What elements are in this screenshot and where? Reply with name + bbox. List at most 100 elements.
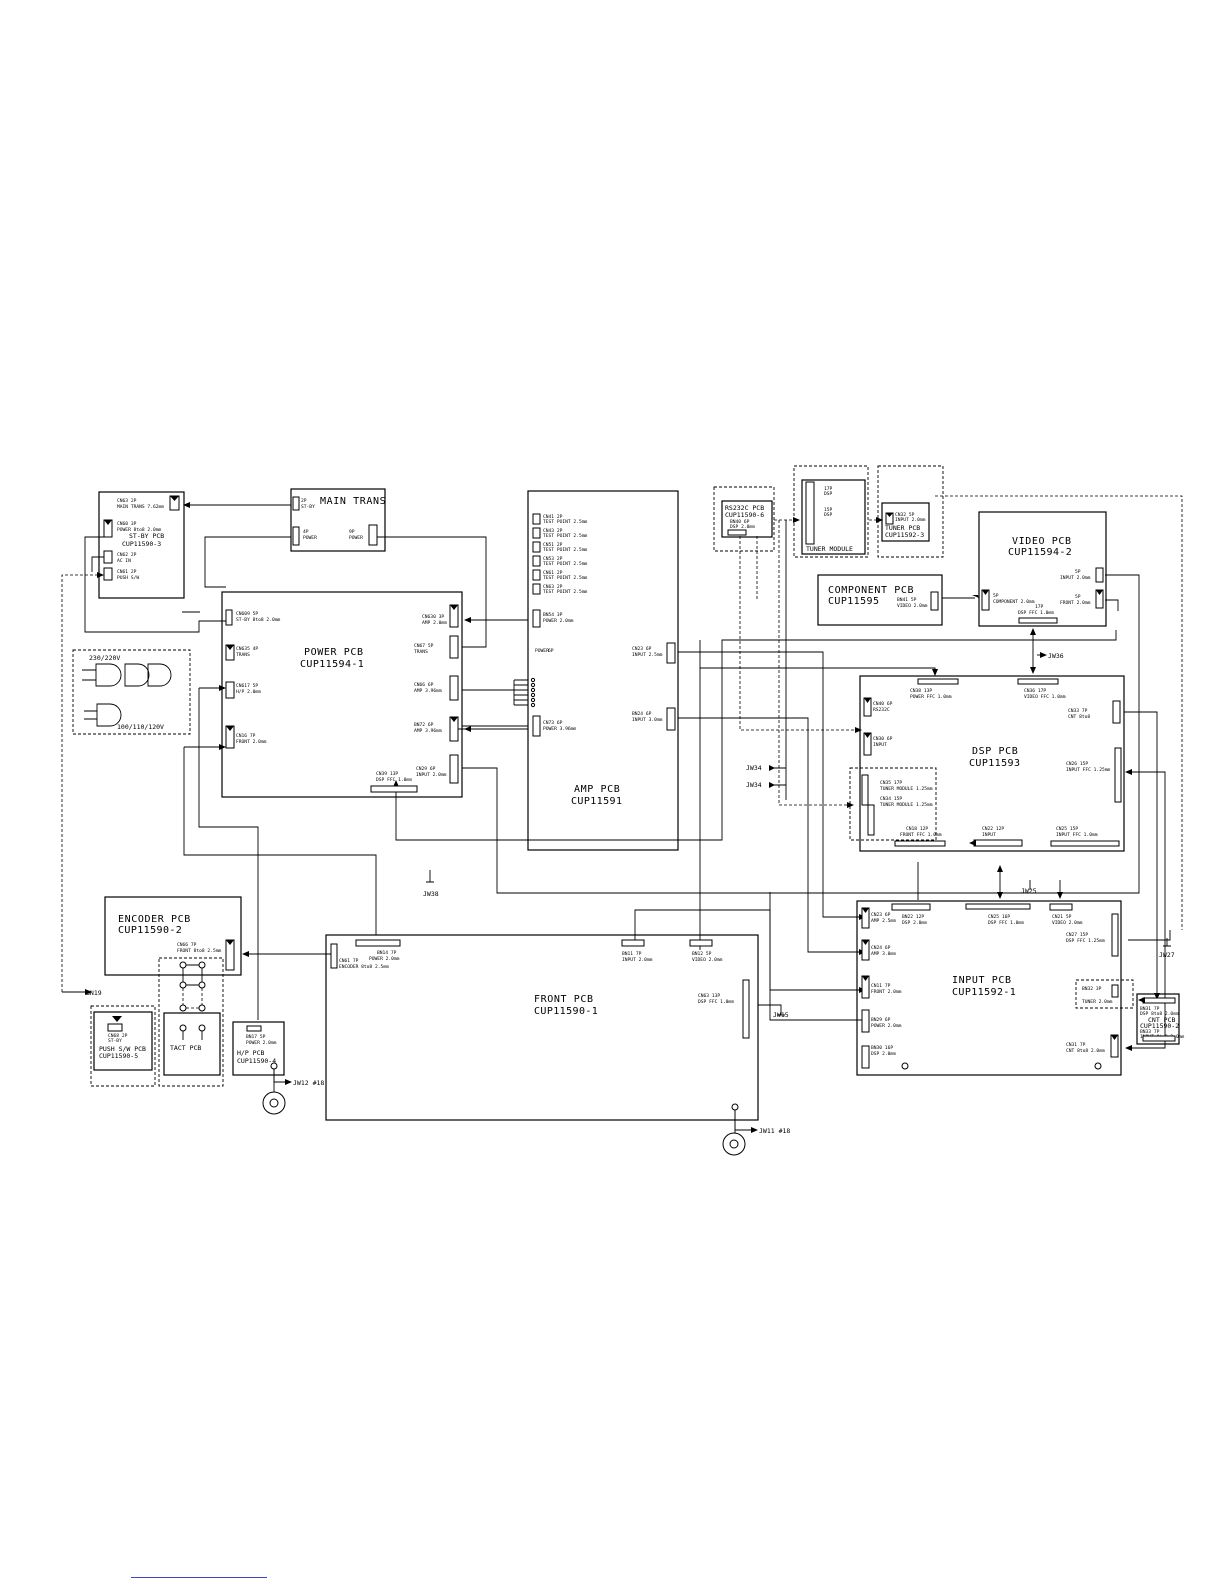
connector-or-board-outline <box>894 840 946 847</box>
label-text: CN41 2P <box>543 514 563 520</box>
dsp-pcb: DSP PCB CUP11593 CN38 13P POWER FFC 1.0m… <box>849 675 1125 852</box>
label-text: CNT PCB <box>1148 1016 1175 1024</box>
input-mount-holes <box>901 1062 1102 1070</box>
connector-or-board-outline <box>232 1021 285 1076</box>
arrow-head <box>226 726 234 731</box>
connector-or-board-outline <box>721 500 773 538</box>
connector-or-board-outline <box>368 524 378 546</box>
wire-line <box>84 710 97 720</box>
label-text: RS232C PCB <box>725 504 764 512</box>
wire-line <box>778 520 850 806</box>
label-text: TEST POINT 2.5mm <box>543 561 587 567</box>
connector-or-board-outline <box>532 583 541 595</box>
label-text: CUP11592-1 <box>952 987 1016 998</box>
tuner-module: 17P DSP 15P DSP TUNER MODULE <box>793 465 869 558</box>
label-text: AMP 3.96mm <box>414 688 442 694</box>
arrow-head <box>170 496 179 501</box>
label-text: JW11 #18 <box>759 1127 790 1135</box>
front-pcb: FRONT PCB CUP11590-1 BN14 7P POWER 2.0mm… <box>325 934 759 1121</box>
connector-or-board-outline <box>103 550 113 564</box>
wire-line <box>758 1004 782 1015</box>
label-text: 4P <box>303 529 309 535</box>
arrow-head <box>855 727 862 733</box>
arrow-head <box>997 892 1003 899</box>
wire-line <box>935 495 1183 930</box>
label-text: POWER 8to8 2.0mm <box>117 527 161 533</box>
label-text: CUP11590-5 <box>99 1052 138 1060</box>
connector-or-board-outline <box>917 678 959 685</box>
label-text: TEST POINT 2.5mm <box>543 547 587 553</box>
connector-or-board-outline <box>330 943 338 969</box>
arrow-head <box>112 1016 122 1022</box>
label-text: CN63 13P <box>698 993 720 999</box>
label-text: MAIN TRANS <box>320 496 386 507</box>
arrow-head <box>97 572 104 578</box>
label-text: TUNER PCB <box>885 524 920 532</box>
connector-or-board-outline <box>1114 747 1122 803</box>
terminal-circle <box>179 981 187 989</box>
label-text: CN73 6P <box>543 720 563 726</box>
label-text: TUNER MODULE <box>806 545 853 553</box>
connector-or-board-outline <box>449 675 459 701</box>
label-text: PUSH S/W PCB <box>99 1045 146 1053</box>
connector-or-board-outline <box>666 642 676 664</box>
connector-or-board-outline <box>666 707 676 731</box>
label-text: 17P <box>1035 604 1044 610</box>
arrow-head <box>751 1127 758 1133</box>
label-text: CN61 2P <box>543 570 563 576</box>
label-text: INPUT <box>982 832 996 838</box>
terminal-circle <box>729 1139 739 1149</box>
label-text: BN12 5P <box>692 951 712 957</box>
connector-or-board-outline <box>793 465 869 558</box>
wire-line <box>95 663 122 687</box>
connector-or-board-outline <box>978 511 1107 627</box>
main-trans: MAIN TRANS 2P ST-BY 4P POWER 9P POWER <box>290 488 386 552</box>
connector-or-board-outline <box>856 900 1122 1076</box>
arrow-head <box>226 940 234 945</box>
connector-or-board-outline <box>107 1023 123 1032</box>
connector-or-board-outline <box>532 555 541 567</box>
label-text: VIDEO 2.0mm <box>1052 920 1083 926</box>
label-text: INPUT 2.0mm <box>1060 575 1091 581</box>
label-text: INPUT 3.0mm <box>632 717 663 723</box>
label-text: CN63 2P <box>543 584 563 590</box>
ground-terminal-hp <box>262 1069 286 1115</box>
label-text: COMPONENT PCB <box>828 585 914 596</box>
wire-line <box>198 688 259 1020</box>
connector-or-board-outline <box>689 939 713 947</box>
label-text: JW38 <box>423 890 439 898</box>
video-pcb: VIDEO PCB CUP11594-2 5P COMPONENT 2.0mm … <box>978 511 1107 627</box>
arrow-head <box>932 669 938 676</box>
terminal-circle <box>270 1062 278 1070</box>
label-text: CN35 17P <box>880 780 902 786</box>
connector-or-board-outline <box>1095 567 1104 583</box>
connector-or-board-outline <box>292 526 300 546</box>
wire-line <box>462 574 1140 894</box>
label-text: DSP PCB <box>972 746 1018 757</box>
rs232c-pcb: RS232C PCB CUP11590-6 BN40 6P DSP 2.0mm <box>713 486 775 552</box>
connector-or-board-outline <box>965 903 1031 910</box>
connector-or-board-outline <box>90 1005 156 1087</box>
amp-terminal-circles <box>530 677 536 708</box>
label-text: CUP11593 <box>969 758 1020 769</box>
label-text: JW34 <box>746 764 762 772</box>
arrow-head <box>1096 590 1103 595</box>
label-text: CN18 12P <box>906 826 928 832</box>
label-text: FRONT 2.0mm <box>236 739 267 745</box>
label-text: TEST POINT 2.5mm <box>543 533 587 539</box>
label-text: FRONT PCB <box>534 994 594 1005</box>
terminal-circle <box>530 702 536 708</box>
label-text: JW12 #18 <box>293 1079 324 1087</box>
connector-or-board-outline <box>532 527 541 539</box>
label-text: ST-BY PCB <box>129 532 164 540</box>
connector-or-board-outline <box>221 591 463 798</box>
label-text: POWER PCB <box>304 647 364 658</box>
label-text: TRANS <box>414 649 428 655</box>
label-text: DSP 2.0mm <box>730 524 755 530</box>
wire-line <box>61 574 101 992</box>
label-text: BN29 6P <box>871 1017 891 1023</box>
label-text: FRONT 2.0mm <box>871 989 902 995</box>
label-text: DSP FFC 1.25mm <box>1066 938 1105 944</box>
arrow-head <box>862 940 869 945</box>
label-text: CUP11590-6 <box>725 511 764 519</box>
